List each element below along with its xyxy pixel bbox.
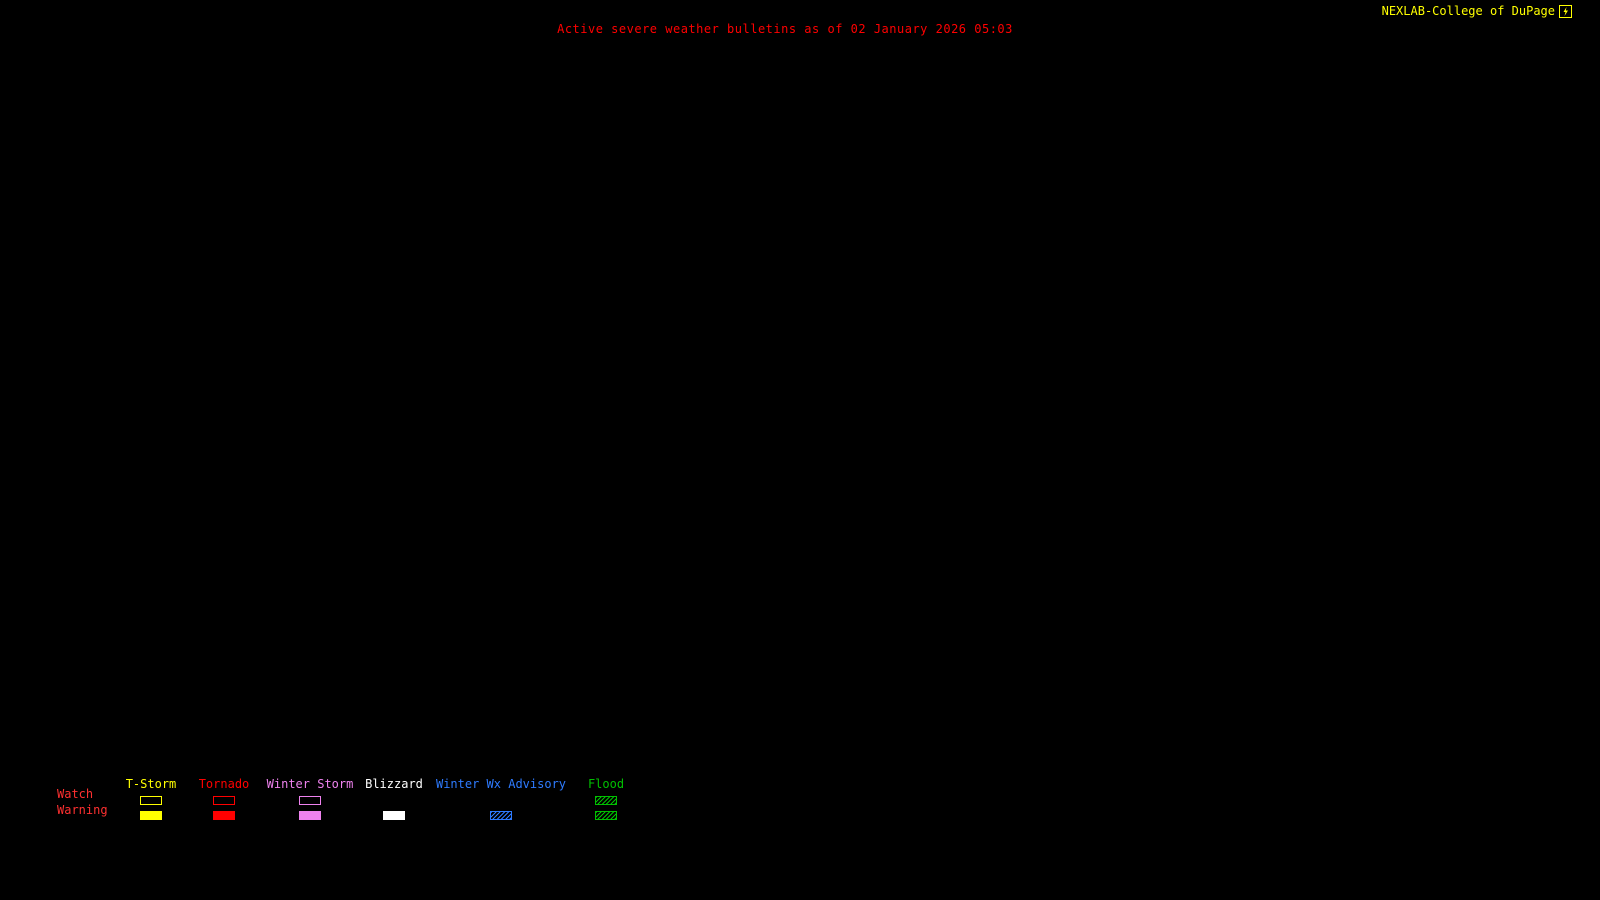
watch-swatch [299, 796, 321, 805]
warning-row-label: Warning [57, 803, 108, 817]
brand: NEXLAB-College of DuPage [1382, 4, 1572, 18]
legend-column-label: Tornado [198, 777, 250, 791]
legend-column-label: Flood [587, 777, 625, 791]
legend-column-label: T-Storm [125, 777, 177, 791]
warning-swatch [490, 811, 512, 820]
watch-swatch [140, 796, 162, 805]
legend-column-blizzard: Blizzard [362, 777, 426, 827]
legend: Watch Warning T-Storm Tornado Winter Sto… [0, 770, 700, 830]
watch-swatch [595, 796, 617, 805]
legend-column-label: Blizzard [365, 777, 423, 791]
nexlab-logo-icon [1559, 4, 1572, 18]
warning-swatch [595, 811, 617, 820]
legend-column-flood: Flood [576, 777, 636, 827]
warning-swatch [213, 811, 235, 820]
legend-column-winter-wx-advisory: Winter Wx Advisory [433, 777, 569, 827]
legend-column-winter-storm: Winter Storm [262, 777, 358, 827]
brand-text: NEXLAB-College of DuPage [1381, 4, 1555, 18]
warning-swatch [299, 811, 321, 820]
legend-column-label: Winter Wx Advisory [435, 777, 567, 791]
legend-column-tornado: Tornado [192, 777, 256, 827]
watch-row-label: Watch [57, 787, 94, 801]
warning-swatch [140, 811, 162, 820]
legend-column-tstorm: T-Storm [119, 777, 183, 827]
bulletin-title: Active severe weather bulletins as of 02… [557, 22, 1013, 36]
legend-column-label: Winter Storm [266, 777, 354, 791]
watch-swatch [213, 796, 235, 805]
warning-swatch [383, 811, 405, 820]
